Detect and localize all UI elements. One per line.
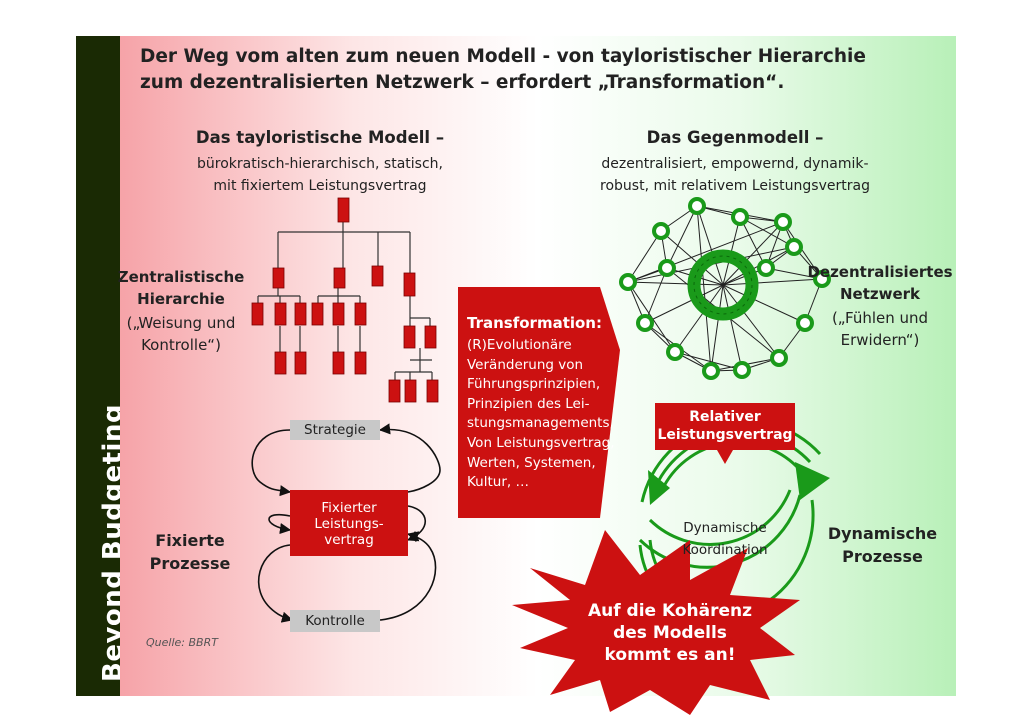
transformation-line: Prinzipien des Lei- [467, 395, 590, 412]
right-model-heading: Das Gegenmodell – [646, 128, 824, 147]
network-link [722, 284, 780, 359]
fixed-contract-line-1: Fixierter [321, 500, 377, 516]
right-model-sub-2: robust, mit relativem Leistungsvertrag [600, 178, 870, 194]
fixed-contract-line-2: Leistungs- [314, 516, 384, 532]
left-model-sub-1: bürokratisch-hierarchisch, statisch, [197, 156, 443, 172]
network-node [813, 270, 831, 288]
network-node [770, 349, 788, 367]
hierarchy-label-1: Zentralistische [117, 268, 245, 286]
dynamic-process-label-1: Dynamische [827, 524, 938, 543]
network-node [636, 314, 654, 332]
network-nodes [619, 197, 831, 380]
starburst-line-2: des Modells [613, 623, 727, 643]
transformation-line: Kultur, … [467, 474, 529, 491]
dynamic-process-label-2: Prozesse [842, 547, 923, 566]
network-label-1: Dezentralisiertes [807, 263, 953, 281]
network-link [722, 284, 743, 371]
hierarchy-label-2: Hierarchie [137, 290, 225, 308]
hierarchy-label-4: Kontrolle“) [141, 336, 221, 354]
network-node [652, 222, 670, 240]
network-link [674, 284, 724, 353]
transformation-line: (R)Evolutionäre [467, 337, 572, 353]
network-link [739, 216, 767, 269]
hierarchy-label-3: („Weisung und [126, 314, 236, 332]
relative-contract-label: Relativer Leistungsvertrag [655, 406, 795, 446]
network-link [722, 221, 784, 286]
network-node [666, 343, 684, 361]
kontrolle-box [290, 610, 380, 632]
right-model-sub-1: dezentralisiert, empowernd, dynamik- [601, 156, 869, 172]
fixed-process-label-2: Prozesse [149, 554, 231, 573]
kontrolle-label: Kontrolle [305, 613, 365, 629]
left-model-sub-2: mit fixiertem Leistungsvertrag [213, 178, 427, 194]
network-link [666, 205, 698, 269]
network-node [688, 197, 706, 215]
network-label-4: Erwidern“) [840, 331, 920, 349]
fixed-contract-line-3: vertrag [324, 532, 374, 548]
network-link [660, 230, 724, 286]
transformation-text: (R)Evolutionäre Veränderung von Führungs… [467, 336, 615, 493]
dynamic-center-1: Dynamische [683, 520, 767, 536]
transformation-heading: Transformation: [467, 314, 602, 332]
network-node [796, 314, 814, 332]
transformation-line: Führungsprinzipien, [467, 376, 601, 393]
network-node [658, 259, 676, 277]
dynamic-arrowhead-2 [648, 470, 670, 505]
source-note: Quelle: BBRT [146, 636, 218, 649]
network-link [644, 267, 668, 324]
transformation-arrow [458, 287, 620, 518]
network-link [696, 205, 712, 372]
strategie-box [290, 420, 380, 440]
starburst-text: Auf die Kohärenz des Modells kommt es an… [580, 600, 760, 666]
network-node [757, 259, 775, 277]
network-link [627, 281, 724, 286]
network-link [739, 216, 795, 248]
network-link [627, 221, 784, 283]
fixed-contract-label: Fixierter Leistungs- vertrag [290, 494, 408, 554]
network-link [782, 221, 823, 280]
network-label-2: Netzwerk [839, 285, 921, 303]
network-node [731, 208, 749, 226]
starburst-line-1: Auf die Kohärenz [587, 601, 753, 621]
dynamic-arrowhead [795, 462, 830, 500]
network-link [722, 278, 823, 286]
transformation-line: Von Leistungsvertrag, [467, 434, 615, 451]
dynamic-center-2: Koordination [682, 542, 768, 558]
network-link [710, 284, 724, 372]
relative-contract-box [655, 403, 795, 464]
transformation-line: stungsmanagements, [467, 415, 614, 432]
network-link [696, 205, 724, 286]
network-node [774, 213, 792, 231]
fixed-process-label-1: Fixierte [155, 531, 225, 550]
title-line-2: zum dezentralisierten Netzwerk – erforde… [140, 72, 785, 93]
relative-contract-line-2: Leistungsvertrag [657, 427, 793, 443]
network-node [785, 238, 803, 256]
network-link [722, 284, 806, 324]
network-hub [687, 249, 759, 321]
fixed-process-cycle [251, 423, 441, 623]
title-line-1: Der Weg vom alten zum neuen Modell - von… [140, 46, 866, 67]
network-node [733, 361, 751, 379]
network-link [627, 230, 662, 283]
relative-contract-line-1: Relativer [689, 409, 761, 425]
network-link [644, 284, 724, 324]
network-link [765, 267, 823, 280]
left-model-heading: Das tayloristische Modell – [195, 128, 445, 147]
network-node [619, 273, 637, 291]
hierarchy-org-chart [257, 222, 433, 380]
sidebar-band [76, 36, 120, 696]
starburst [512, 530, 800, 715]
starburst-line-3: kommt es an! [604, 645, 736, 665]
fixed-contract-box [290, 490, 408, 556]
hierarchy-units [251, 197, 439, 403]
strategie-label: Strategie [304, 422, 366, 438]
transformation-line: Veränderung von [467, 356, 584, 373]
network-node [702, 362, 720, 380]
network-label-3: („Fühlen und [831, 309, 929, 327]
transformation-line: Werten, Systemen, [467, 454, 596, 471]
